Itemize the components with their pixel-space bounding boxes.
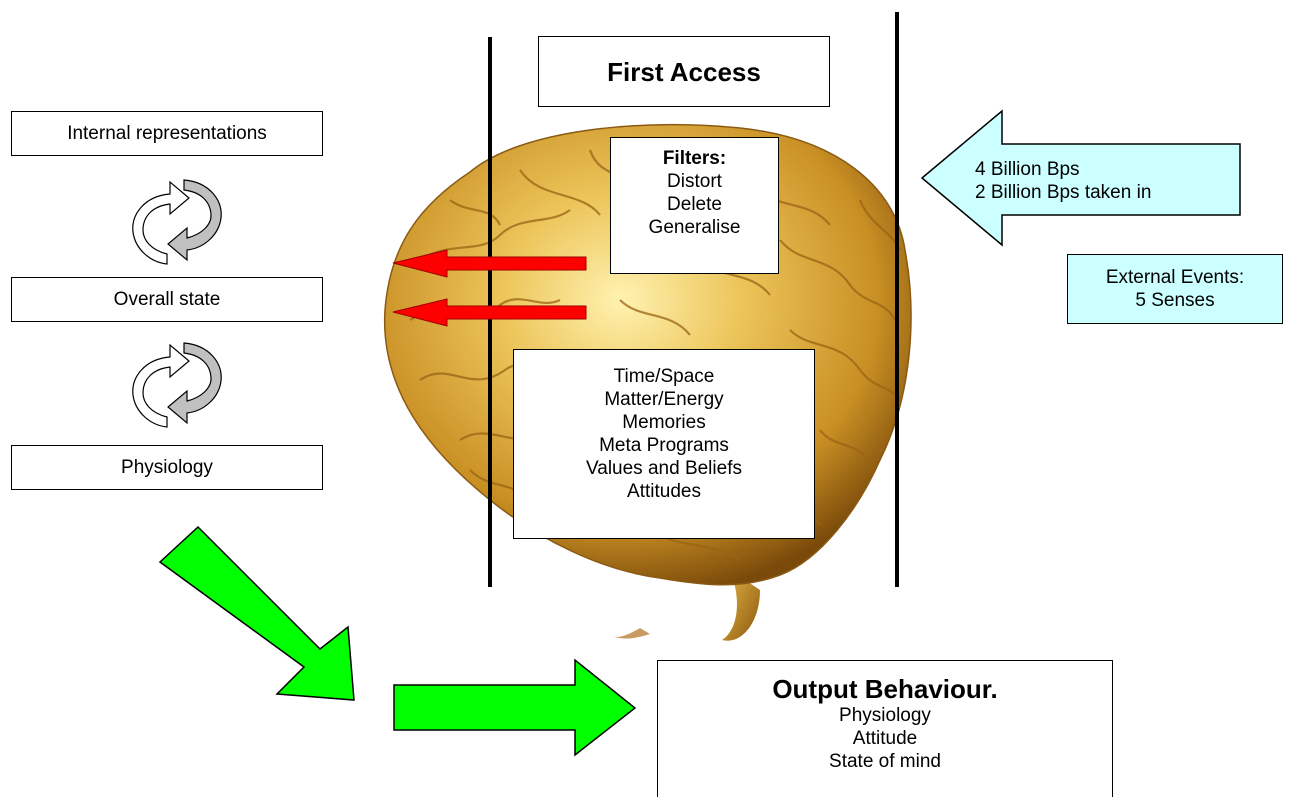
first-access-box: First Access	[538, 36, 830, 107]
output-behaviour-box: Output Behaviour. Physiology Attitude St…	[657, 660, 1113, 797]
input-arrow-label: 4 Billion Bps 2 Billion Bps taken in	[975, 158, 1235, 204]
internal-filters-box: Time/Space Matter/Energy Memories Meta P…	[513, 349, 815, 539]
filter-item: Delete	[667, 194, 722, 215]
external-events-box: External Events: 5 Senses	[1067, 254, 1283, 324]
red-arrow-top	[392, 249, 587, 278]
filters-box: Filters: Distort Delete Generalise	[610, 137, 779, 274]
internal-filter-item: Attitudes	[627, 481, 701, 502]
filters-title: Filters:	[662, 148, 727, 169]
physiology-box: Physiology	[11, 445, 323, 490]
first-access-title: First Access	[607, 56, 761, 87]
output-behaviour-title: Output Behaviour.	[772, 674, 998, 704]
filter-item: Generalise	[648, 217, 741, 238]
external-events-line: 5 Senses	[1135, 290, 1215, 311]
output-item: Physiology	[839, 705, 931, 726]
internal-filter-item: Meta Programs	[599, 435, 729, 456]
overall-state-label: Overall state	[113, 289, 221, 310]
physiology-label: Physiology	[121, 457, 213, 478]
filter-item: Distort	[667, 171, 722, 192]
internal-representations-box: Internal representations	[11, 111, 323, 156]
external-events-line: External Events:	[1105, 267, 1245, 288]
input-rate-line: 4 Billion Bps	[975, 159, 1080, 180]
internal-filter-item: Memories	[622, 412, 706, 433]
input-rate-line: 2 Billion Bps taken in	[975, 182, 1152, 203]
internal-representations-label: Internal representations	[67, 123, 267, 144]
green-arrow-horizontal	[393, 658, 637, 757]
overall-state-box: Overall state	[11, 277, 323, 322]
internal-filter-item: Values and Beliefs	[586, 458, 742, 479]
circular-arrows-icon	[132, 179, 222, 265]
green-arrow-diagonal	[158, 525, 355, 701]
red-arrow-bottom	[392, 298, 587, 327]
output-item: State of mind	[829, 751, 941, 772]
internal-filter-item: Time/Space	[613, 366, 715, 387]
internal-filter-item: Matter/Energy	[604, 389, 724, 410]
circular-arrows-icon	[132, 342, 222, 428]
input-arrow	[920, 109, 1241, 247]
output-item: Attitude	[852, 728, 918, 749]
